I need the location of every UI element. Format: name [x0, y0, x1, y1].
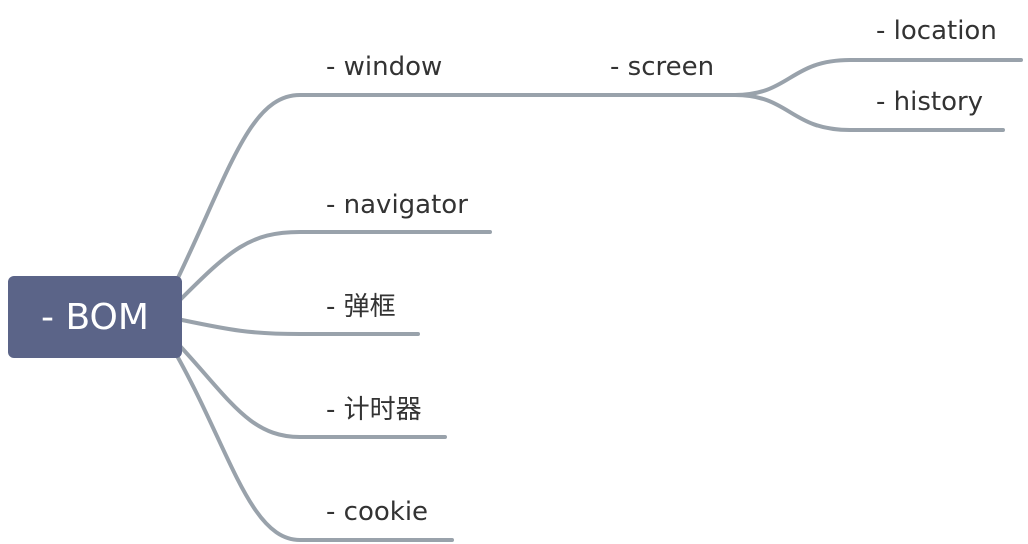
connector-root-timer: [178, 344, 447, 439]
topic-popup[interactable]: - 弹框: [326, 292, 396, 322]
connector-screen-location: [733, 58, 1023, 97]
topic-cookie[interactable]: - cookie: [326, 497, 429, 527]
root-node-bom[interactable]: - BOM: [8, 276, 182, 358]
topic-location[interactable]: - location: [876, 16, 997, 46]
root-node-label: - BOM: [41, 296, 149, 338]
connector-root-navigator: [178, 230, 492, 302]
topic-navigator[interactable]: - navigator: [326, 190, 468, 220]
topic-timer[interactable]: - 计时器: [326, 395, 422, 425]
topic-screen[interactable]: - screen: [610, 52, 715, 82]
connector-root-window: [174, 93, 468, 284]
topic-history[interactable]: - history: [876, 87, 984, 117]
topic-window[interactable]: - window: [326, 52, 443, 82]
connector-root-popup: [180, 318, 420, 336]
connector-root-cookie: [174, 352, 454, 542]
connector-screen-history: [733, 93, 1005, 132]
